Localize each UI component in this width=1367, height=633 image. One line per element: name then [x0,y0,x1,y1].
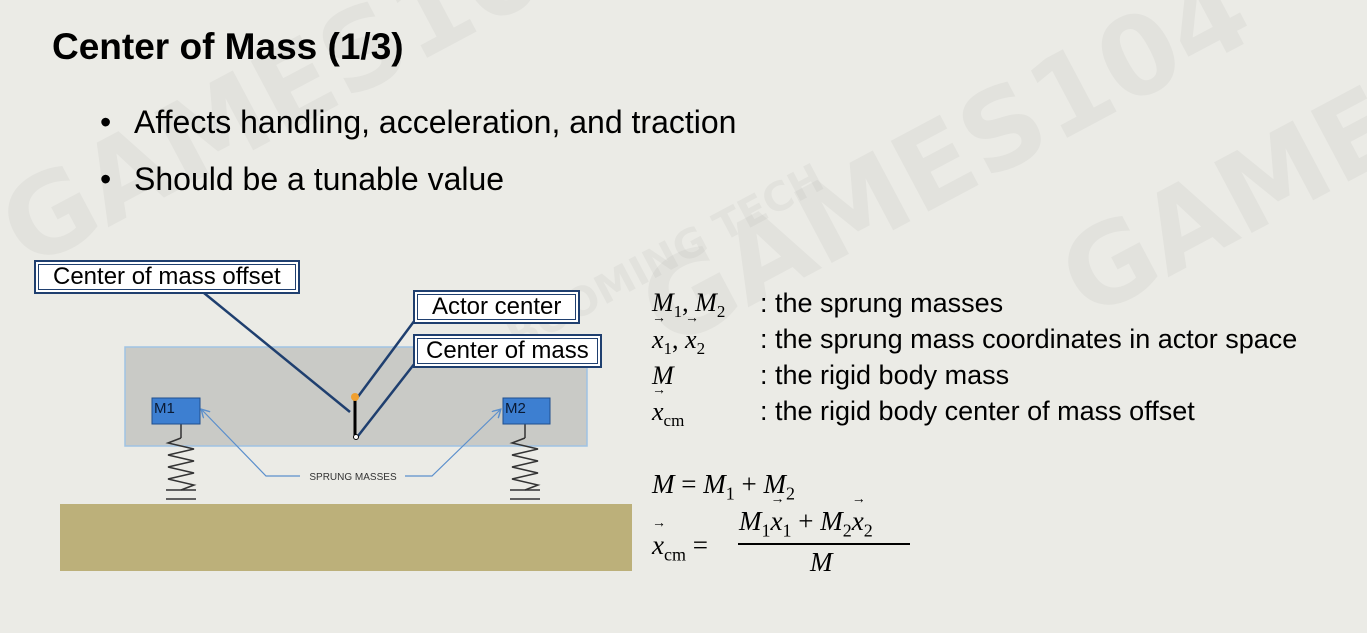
legend-symbol-masses: M1, M2 [652,288,726,322]
mass-label-m1: M1 [154,400,175,417]
ground [60,504,632,571]
bullet-list: Affects handling, acceleration, and trac… [100,94,736,208]
legend-symbol-com: xcm [652,383,684,431]
callout-actor-center: Actor center [413,290,581,324]
legend-symbol-coords: x1, x2 [652,311,705,359]
equation-com-numerator: M1x1 + M2x2 [739,492,873,541]
equation-total-mass: M = M1 + M2 [652,469,795,504]
callout-com-offset: Center of mass offset [34,260,300,294]
callout-center-of-mass: Center of mass [413,334,602,368]
legend-desc-coords: : the sprung mass coordinates in actor s… [760,324,1298,354]
legend-desc-com: : the rigid body center of mass offset [760,396,1195,426]
legend-desc-masses: : the sprung masses [760,288,1004,318]
mass-block-m2 [502,397,551,425]
spring-right [509,424,541,500]
slide-title: Center of Mass (1/3) [52,26,404,67]
mass-block-m1 [151,397,201,425]
sprung-masses-label: SPRUNG MASSES [309,472,397,483]
sprung-arrows [202,410,500,477]
bullet-item: Affects handling, acceleration, and trac… [100,94,736,151]
equation-com-denominator: M [810,547,833,577]
fraction-bar [738,543,910,545]
equation-com-lhs: xcm = [652,516,708,565]
mass-label-m2: M2 [505,400,526,417]
spring-left [165,424,197,500]
legend-desc-mass: : the rigid body mass [760,360,1010,390]
actor-center-dot [351,393,359,401]
center-of-mass-dot [353,434,359,440]
bullet-item: Should be a tunable value [100,151,736,208]
